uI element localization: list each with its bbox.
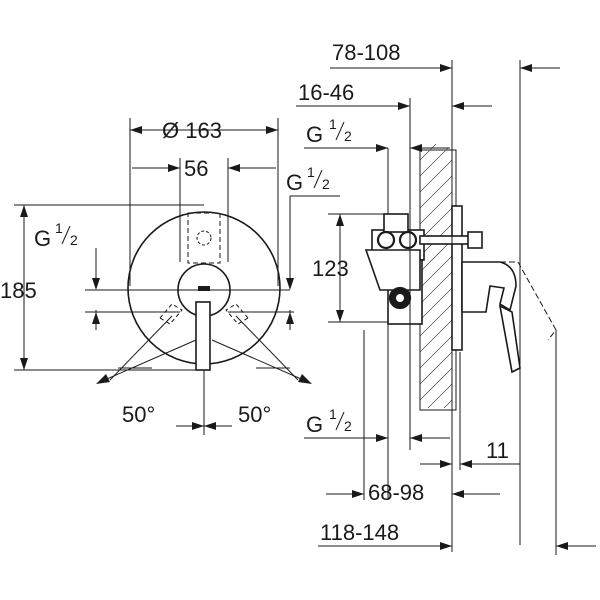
svg-text:2: 2 bbox=[344, 418, 352, 434]
depth-overall-label: 78-108 bbox=[332, 40, 401, 65]
svg-text:2: 2 bbox=[344, 128, 352, 144]
svg-text:1: 1 bbox=[329, 406, 337, 422]
side-view: 78-108 16-46 G 1 2 123 G 1 2 bbox=[296, 40, 596, 555]
thread-bottom-label: G bbox=[306, 412, 323, 437]
depth-lower-label: 68-98 bbox=[368, 480, 424, 505]
lever-handle bbox=[195, 301, 211, 371]
angle-left-label: 50° bbox=[122, 402, 155, 427]
svg-text:1: 1 bbox=[329, 116, 337, 132]
height-label: 185 bbox=[0, 278, 37, 303]
thread-right-label: G bbox=[286, 170, 303, 195]
wall-hatching bbox=[419, 143, 453, 409]
diameter-label: Ø 163 bbox=[162, 118, 222, 143]
front-view: Ø 163 56 185 G 1 2 G 1 2 bbox=[0, 118, 340, 435]
angle-right-label: 50° bbox=[238, 402, 271, 427]
valve-body-hidden bbox=[187, 212, 221, 264]
depth-total-label: 118-148 bbox=[320, 520, 399, 545]
lever-side bbox=[461, 261, 517, 313]
cover-plate-side bbox=[451, 205, 463, 351]
svg-text:1: 1 bbox=[307, 164, 315, 180]
svg-text:2: 2 bbox=[322, 176, 330, 192]
depth-mount-label: 16-46 bbox=[298, 80, 354, 105]
plate-offset-label: 11 bbox=[486, 438, 509, 463]
svg-text:1: 1 bbox=[55, 220, 63, 236]
width-label: 56 bbox=[184, 156, 208, 181]
thread-left-label: G bbox=[34, 226, 51, 251]
thread-top-label: G bbox=[306, 122, 323, 147]
svg-text:2: 2 bbox=[70, 232, 78, 248]
height-outlets-label: 123 bbox=[312, 256, 349, 281]
